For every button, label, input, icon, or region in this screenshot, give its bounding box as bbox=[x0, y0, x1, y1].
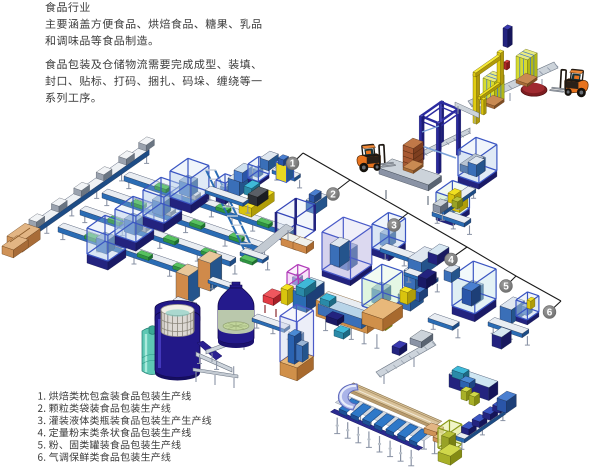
svg-text:1: 1 bbox=[290, 159, 296, 170]
svg-text:6: 6 bbox=[547, 307, 553, 318]
svg-text:5: 5 bbox=[503, 281, 509, 292]
svg-text:4: 4 bbox=[448, 255, 454, 266]
svg-text:3: 3 bbox=[391, 220, 397, 231]
svg-text:2: 2 bbox=[330, 189, 336, 200]
